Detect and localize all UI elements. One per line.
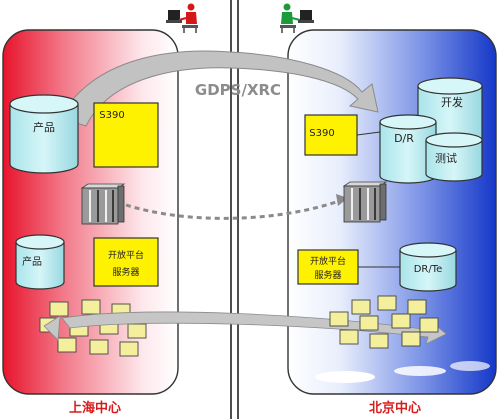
right-open-server-line2: 服务器 — [314, 269, 341, 281]
right-dr-te-database: DR/Te — [399, 242, 457, 292]
left-operator-icon — [166, 3, 198, 33]
right-test-database: 测试 — [425, 132, 483, 182]
right-s390-label: S390 — [309, 128, 334, 139]
left-open-server-line1: 开放平台 — [108, 249, 144, 261]
right-folder-cluster — [329, 295, 439, 349]
left-open-server-line2: 服务器 — [112, 266, 139, 278]
link-label: GDPS/XRC — [195, 81, 281, 99]
replication-arrow-bottom-return — [43, 315, 61, 341]
right-s390-to-dr-link — [356, 131, 381, 136]
left-site-name: 上海中心 — [69, 400, 121, 416]
replication-arrow-bottom — [61, 311, 447, 345]
right-dr-database: D/R — [379, 114, 437, 184]
left-s390-box: S390 — [93, 102, 159, 168]
right-test-db-label: 测试 — [435, 152, 457, 165]
right-operator-icon — [280, 3, 314, 33]
right-site-name: 北京中心 — [369, 400, 421, 416]
right-storage-rack — [342, 181, 388, 223]
left-s390-label: S390 — [99, 110, 124, 121]
left-open-db-label: 产品 — [22, 255, 42, 268]
right-panel-speckle — [315, 361, 490, 383]
right-dr-db-label: D/R — [394, 132, 414, 145]
replication-arrow-top — [59, 50, 379, 127]
right-dev-db-label: 开发 — [441, 95, 463, 109]
left-product-db-label: 产品 — [33, 120, 55, 134]
right-open-server-box: 开放平台 服务器 — [297, 249, 359, 285]
rack-link-arc — [125, 198, 343, 220]
left-open-server-box: 开放平台 服务器 — [93, 237, 159, 287]
left-open-database: 产品 — [15, 234, 65, 290]
left-storage-rack — [80, 183, 126, 225]
right-dr-te-db-label: DR/Te — [414, 264, 443, 275]
right-s390-box: S390 — [304, 114, 358, 156]
left-product-database: 产品 — [9, 94, 79, 174]
right-open-server-line1: 开放平台 — [310, 255, 346, 267]
